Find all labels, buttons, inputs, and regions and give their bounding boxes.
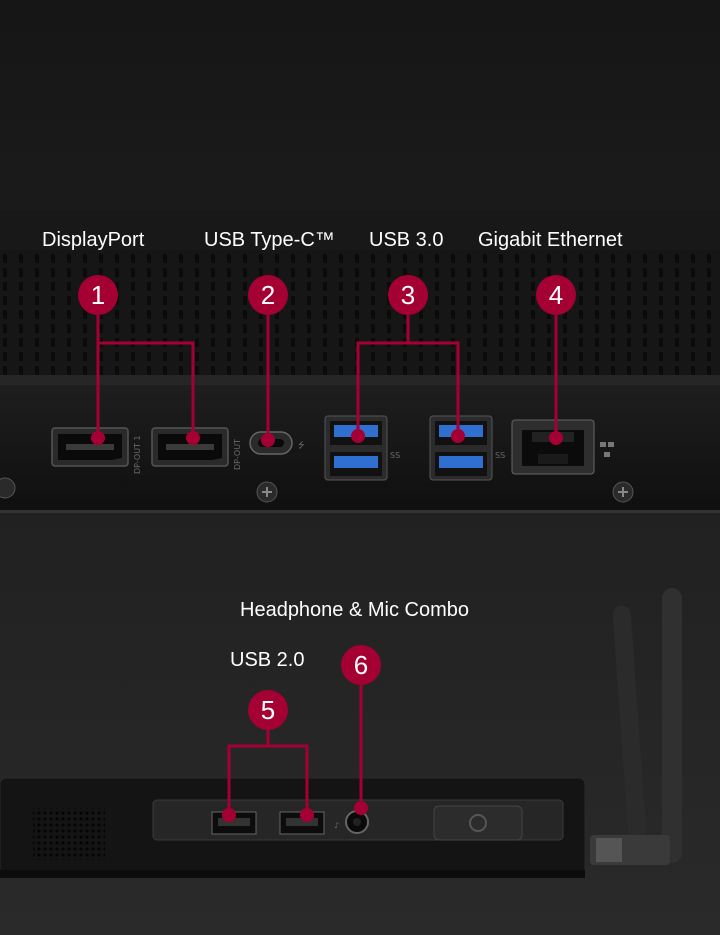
displayport-port-2: DP-OUT (151, 427, 242, 470)
callout-5: 5 (248, 690, 288, 730)
lower-device: ♪ (0, 777, 586, 879)
usb-type-c-label: USB Type-C™ (204, 229, 335, 251)
usb-icon: ⭍ (298, 441, 305, 450)
dp-out-1-marking: DP-OUT 1 (133, 435, 142, 474)
usb-2-label: USB 2.0 (230, 649, 305, 671)
dp-out-marking: DP-OUT (233, 439, 242, 470)
speaker-grille (33, 808, 105, 860)
usb-3-label: USB 3.0 (369, 229, 444, 251)
power-button (433, 805, 523, 841)
usb3-port-group-a: SS (324, 415, 400, 481)
gigabit-ethernet-label: Gigabit Ethernet (478, 229, 623, 251)
ss-marking-b: SS (495, 451, 505, 460)
callout-4: 4 (536, 275, 576, 315)
usb3-port-group-b: SS (429, 415, 505, 481)
callout-1: 1 (78, 275, 118, 315)
connector-lines-upper (96, 315, 558, 440)
ethernet-icon (600, 442, 614, 457)
antennas (590, 588, 682, 865)
callout-3: 3 (388, 275, 428, 315)
displayport-label: DisplayPort (42, 229, 145, 251)
callout-6: 6 (341, 645, 381, 685)
power-icon (469, 814, 487, 832)
headphone-mic-label: Headphone & Mic Combo (240, 599, 470, 621)
screw-icon (0, 477, 634, 503)
ss-marking-a: SS (390, 451, 400, 460)
connector-lines-lower (227, 684, 363, 815)
displayport-port-1: DP-OUT 1 (51, 427, 142, 474)
callout-2: 2 (248, 275, 288, 315)
headphone-icon: ♪ (334, 821, 339, 830)
